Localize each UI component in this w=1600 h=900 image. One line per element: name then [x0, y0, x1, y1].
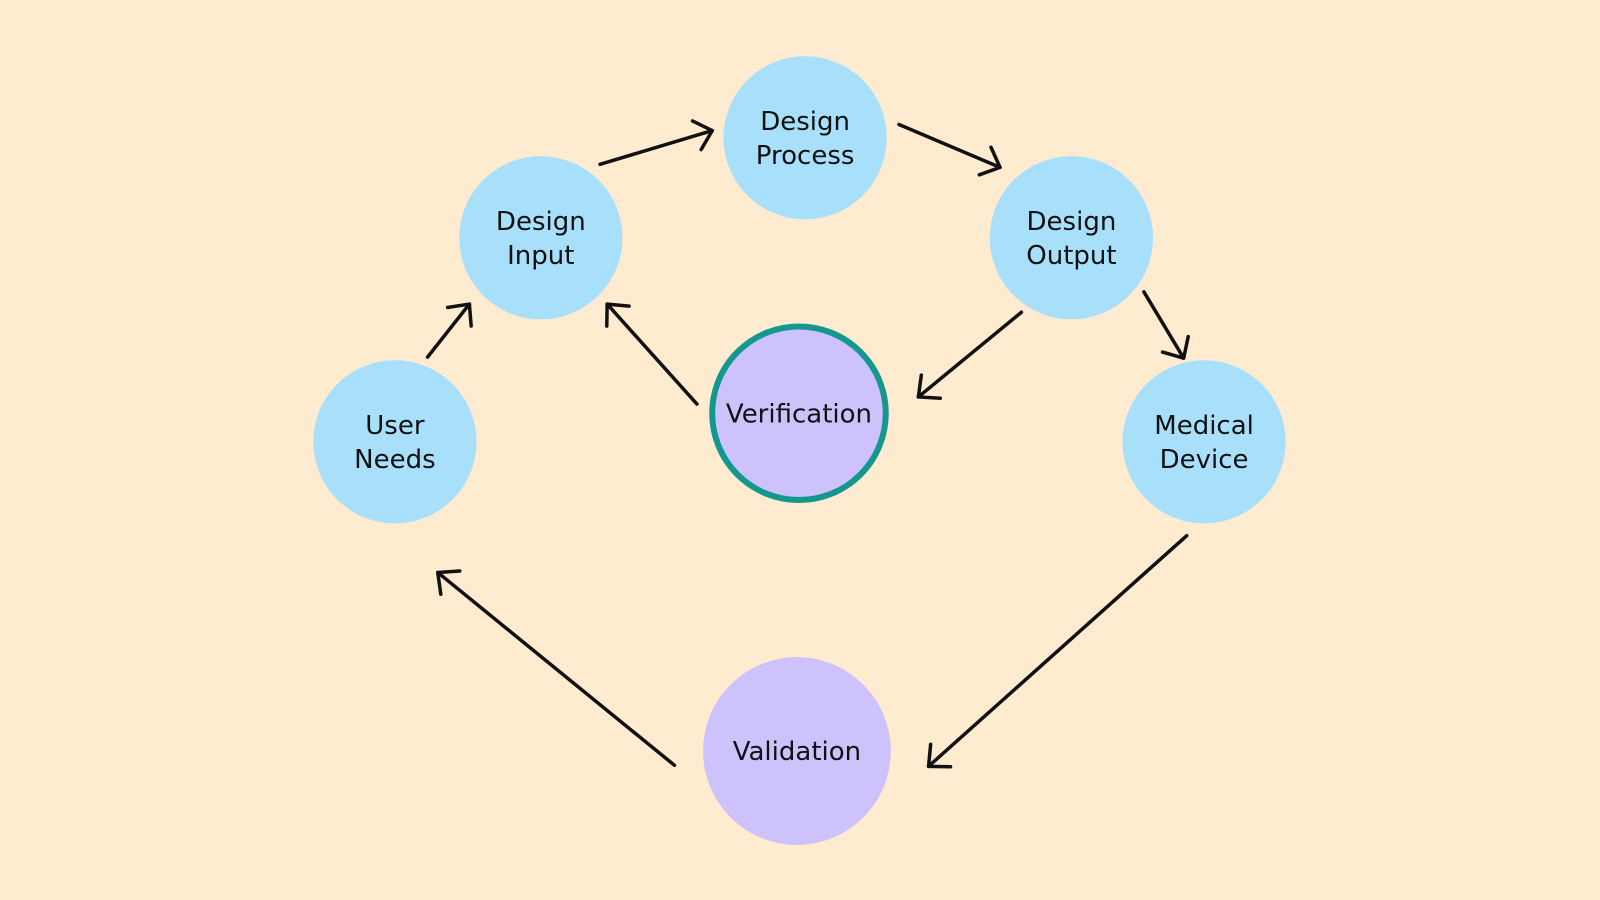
node-verification: Verification: [709, 323, 889, 504]
node-label: Design: [1027, 207, 1117, 237]
node-label: Device: [1160, 445, 1249, 475]
node-circle: [313, 360, 477, 524]
node-label: Verification: [726, 399, 872, 429]
nodes-layer: UserNeedsDesignInputDesignProcessDesignO…: [313, 56, 1286, 845]
node-circle: [989, 156, 1154, 320]
node-validation: Validation: [703, 657, 891, 845]
arrow-shaft: [605, 302, 699, 406]
node-circle: [723, 56, 887, 220]
node-circle: [1122, 360, 1286, 524]
arrow-shaft: [598, 128, 714, 167]
arrow-shaft: [425, 302, 472, 359]
arrow-head: [1160, 334, 1190, 360]
arrow-validation-to-user-needs: [436, 569, 677, 768]
arrow-shaft: [436, 570, 677, 768]
arrow-head: [926, 742, 953, 769]
arrow-head: [916, 373, 943, 401]
arrow-shaft: [926, 533, 1189, 769]
node-label: Needs: [354, 445, 436, 475]
edges-layer: [425, 119, 1190, 769]
arrow-verification-to-design-input: [605, 302, 699, 406]
arrow-shaft: [897, 122, 1002, 170]
arrow-head: [977, 145, 1002, 177]
node-label: Output: [1026, 241, 1116, 271]
node-label: Input: [507, 241, 574, 271]
arrow-head: [690, 119, 714, 152]
node-label: Process: [756, 141, 855, 171]
arrow-head: [605, 302, 631, 328]
node-label: User: [365, 411, 425, 441]
node-circle: [459, 156, 623, 320]
arrow-design-input-to-design-process: [598, 119, 714, 167]
arrow-design-output-to-verification: [916, 310, 1024, 401]
arrow-medical-device-to-validation: [926, 533, 1189, 769]
node-label: Design: [496, 207, 586, 237]
arrow-design-process-to-design-output: [897, 122, 1002, 177]
arrow-shaft: [1142, 290, 1186, 360]
node-label: Medical: [1154, 411, 1254, 441]
node-circle: [709, 323, 889, 504]
arrow-shaft: [916, 310, 1024, 399]
arrow-head: [445, 302, 473, 328]
arrow-user-needs-to-design-input: [425, 302, 473, 359]
node-label: Validation: [733, 737, 861, 767]
arrow-head: [436, 569, 462, 596]
arrow-design-output-to-medical-device: [1142, 290, 1190, 360]
node-circle: [703, 657, 891, 845]
node-label: Design: [760, 107, 850, 137]
